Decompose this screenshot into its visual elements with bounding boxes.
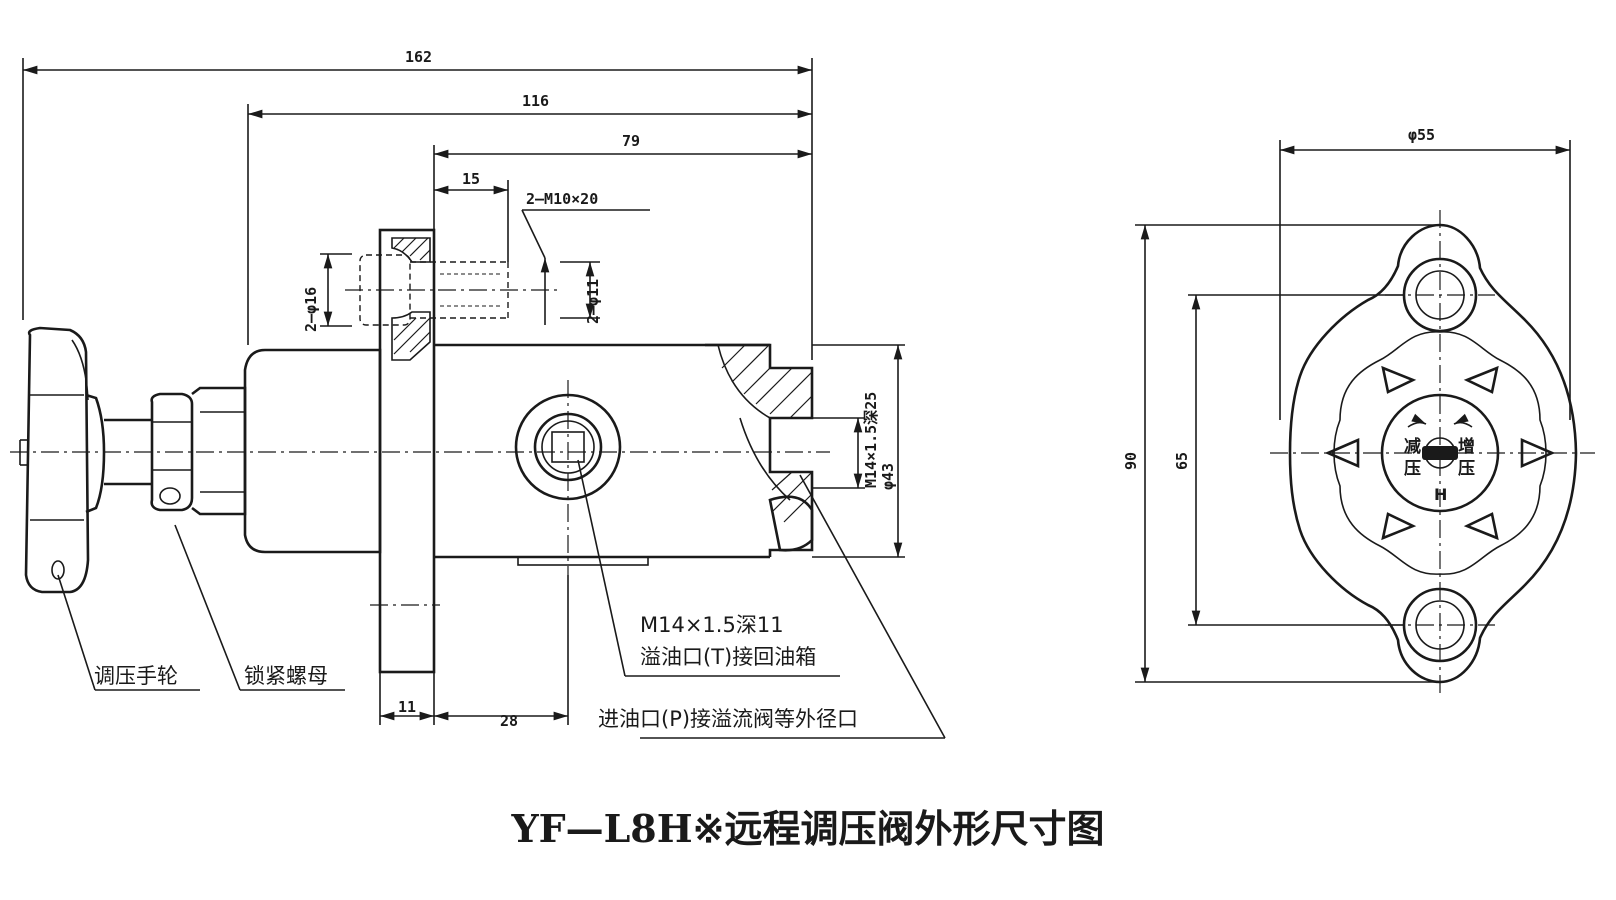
dim-outlet-thread: M14×1.5深25 xyxy=(862,392,880,488)
handwheel-label: 调压手轮 xyxy=(94,664,178,688)
dimension-lines xyxy=(22,58,905,725)
decrease-char-1: 减 xyxy=(1404,436,1421,457)
pressure-port-desc-label: 进油口(P)接溢流阀等外径口 xyxy=(598,707,858,731)
dim-flange-thickness: 11 xyxy=(398,698,416,716)
increase-char-1: 增 xyxy=(1458,436,1475,457)
end-view-outline xyxy=(1288,223,1578,684)
lock-nut-label: 锁紧螺母 xyxy=(244,664,328,688)
end-view: 减 压 增 压 H φ55 90 65 xyxy=(1122,126,1595,695)
dim-end-hole-spacing: 65 xyxy=(1173,452,1191,470)
lock-nut xyxy=(150,392,194,512)
dim-body-diameter: φ43 xyxy=(879,463,897,490)
dim-end-diameter: φ55 xyxy=(1408,126,1435,144)
side-view: 162 116 79 15 2—M10×20 2—φ16 2—φ11 M14×1… xyxy=(10,48,946,739)
decrease-char-2: 压 xyxy=(1404,459,1421,479)
outlet-nut xyxy=(768,495,814,552)
dim-bolt-spec: 2—M10×20 xyxy=(526,190,598,208)
increase-char-2: 压 xyxy=(1458,459,1475,479)
mounting-bolt xyxy=(345,254,560,326)
dim-total-length: 162 xyxy=(405,48,432,66)
threaded-boss xyxy=(191,386,247,516)
tank-port-desc-label: 溢油口(T)接回油箱 xyxy=(640,645,816,669)
dim-bolt-offset: 15 xyxy=(462,170,480,188)
body-hatching xyxy=(721,344,813,523)
tank-port-spec-label: M14×1.5深11 xyxy=(640,613,784,637)
flange-hatching xyxy=(393,237,431,355)
flange xyxy=(378,228,436,674)
rear-body xyxy=(243,348,382,554)
leader-lines xyxy=(57,459,946,739)
dim-port-offset: 28 xyxy=(500,712,518,730)
handwheel xyxy=(19,326,90,594)
callout-labels: M14×1.5深11 溢油口(T)接回油箱 进油口(P)接溢流阀等外径口 调压手… xyxy=(94,613,858,731)
dimension-labels: 162 116 79 15 2—M10×20 2—φ16 2—φ11 M14×1… xyxy=(302,48,897,730)
end-view-dimensions: φ55 90 65 xyxy=(1122,126,1571,683)
stem xyxy=(104,418,152,486)
dim-bolt-hole: 2—φ11 xyxy=(584,279,602,324)
handwheel-hub xyxy=(85,393,106,514)
dim-body-length: 116 xyxy=(522,92,549,110)
dim-end-height: 90 xyxy=(1122,452,1140,470)
dim-bolt-counterbore: 2—φ16 xyxy=(302,287,320,332)
drawing-title: YF—L8H※远程调压阀外形尺寸图 xyxy=(510,806,1104,851)
model-letter: H xyxy=(1434,485,1447,504)
face-markings: 减 压 增 压 H xyxy=(1404,436,1475,504)
valve-body xyxy=(434,343,814,566)
dim-flange-to-end: 79 xyxy=(622,132,640,150)
